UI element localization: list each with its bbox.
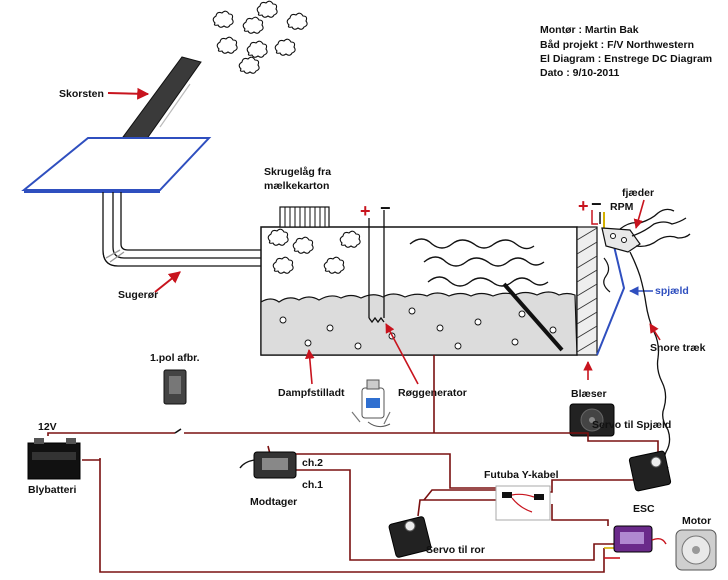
straw-pipe xyxy=(102,192,262,267)
heater-electrode xyxy=(368,210,385,324)
plus-sign-heater: + xyxy=(360,201,371,221)
minus-sign-heater: − xyxy=(380,198,391,218)
label-servo-ror: Servo til ror xyxy=(426,544,485,556)
arrow-fjaeder xyxy=(633,199,645,229)
label-12v: 12V xyxy=(38,421,57,433)
label-dampf: Dampfstilladt xyxy=(278,387,345,399)
string-pull xyxy=(629,251,671,469)
label-esc: ESC xyxy=(633,503,655,515)
label-rpm: RPM xyxy=(610,201,634,213)
label-skrugelag-1: Skrugelåg fra xyxy=(264,166,331,178)
label-bly: Blybatteri xyxy=(28,484,77,496)
minus-sign-rpm: − xyxy=(591,194,602,214)
info-diagram: El Diagram : Enstrege DC Diagram xyxy=(540,53,712,65)
label-sugeror: Sugerør xyxy=(118,289,158,301)
label-blaeser: Blæser xyxy=(571,388,607,400)
label-modtager: Modtager xyxy=(250,496,297,508)
label-skrugelag-2: mælkekarton xyxy=(264,180,329,192)
blower-fan xyxy=(569,403,615,437)
milk-carton-cap xyxy=(279,206,330,228)
rpm-wires xyxy=(591,210,605,228)
label-skorsten: Skorsten xyxy=(59,88,104,100)
label-ch1: ch.1 xyxy=(302,479,323,491)
label-motor: Motor xyxy=(682,515,711,527)
arrow-skorsten xyxy=(107,87,150,100)
label-futuba: Futuba Y-kabel xyxy=(484,469,559,481)
esc-controller xyxy=(613,525,667,553)
info-montor: Montør : Martin Bak xyxy=(540,24,639,36)
receiver xyxy=(239,451,297,479)
y-cable xyxy=(495,485,551,521)
label-snore: Snore træk xyxy=(650,342,706,354)
servo-rudder xyxy=(388,516,432,558)
label-servo-spjaeld: Servo til Spjæld xyxy=(592,419,671,431)
chimney xyxy=(122,56,202,141)
arrow-roeg xyxy=(385,323,419,385)
wiring xyxy=(47,355,659,573)
info-block: Montør : Martin Bak Båd projekt : F/V No… xyxy=(540,24,712,79)
single-pole-switch xyxy=(163,369,187,405)
info-projekt: Båd projekt : F/V Northwestern xyxy=(540,39,694,51)
steam-liquid-bottle xyxy=(351,379,391,428)
smoke-tank xyxy=(260,226,626,356)
info-dato: Dato : 9/10-2011 xyxy=(540,67,620,79)
servo-damper xyxy=(628,450,672,492)
motor xyxy=(675,529,717,571)
arrow-snore xyxy=(649,323,661,341)
label-ch2: ch.2 xyxy=(302,457,323,469)
damper-spring-unit xyxy=(601,208,691,293)
arrow-dampf xyxy=(304,349,315,385)
arrow-sugeror xyxy=(154,271,181,293)
plus-sign-rpm: + xyxy=(578,196,589,216)
label-pol: 1.pol afbr. xyxy=(150,352,200,364)
label-roeg: Røggenerator xyxy=(398,387,467,399)
label-spjaeld: spjæld xyxy=(655,285,689,297)
label-fjaeder: fjæder xyxy=(622,187,654,199)
deck-plate xyxy=(21,137,212,191)
lead-battery xyxy=(27,438,81,480)
smoke-clouds xyxy=(212,0,308,74)
